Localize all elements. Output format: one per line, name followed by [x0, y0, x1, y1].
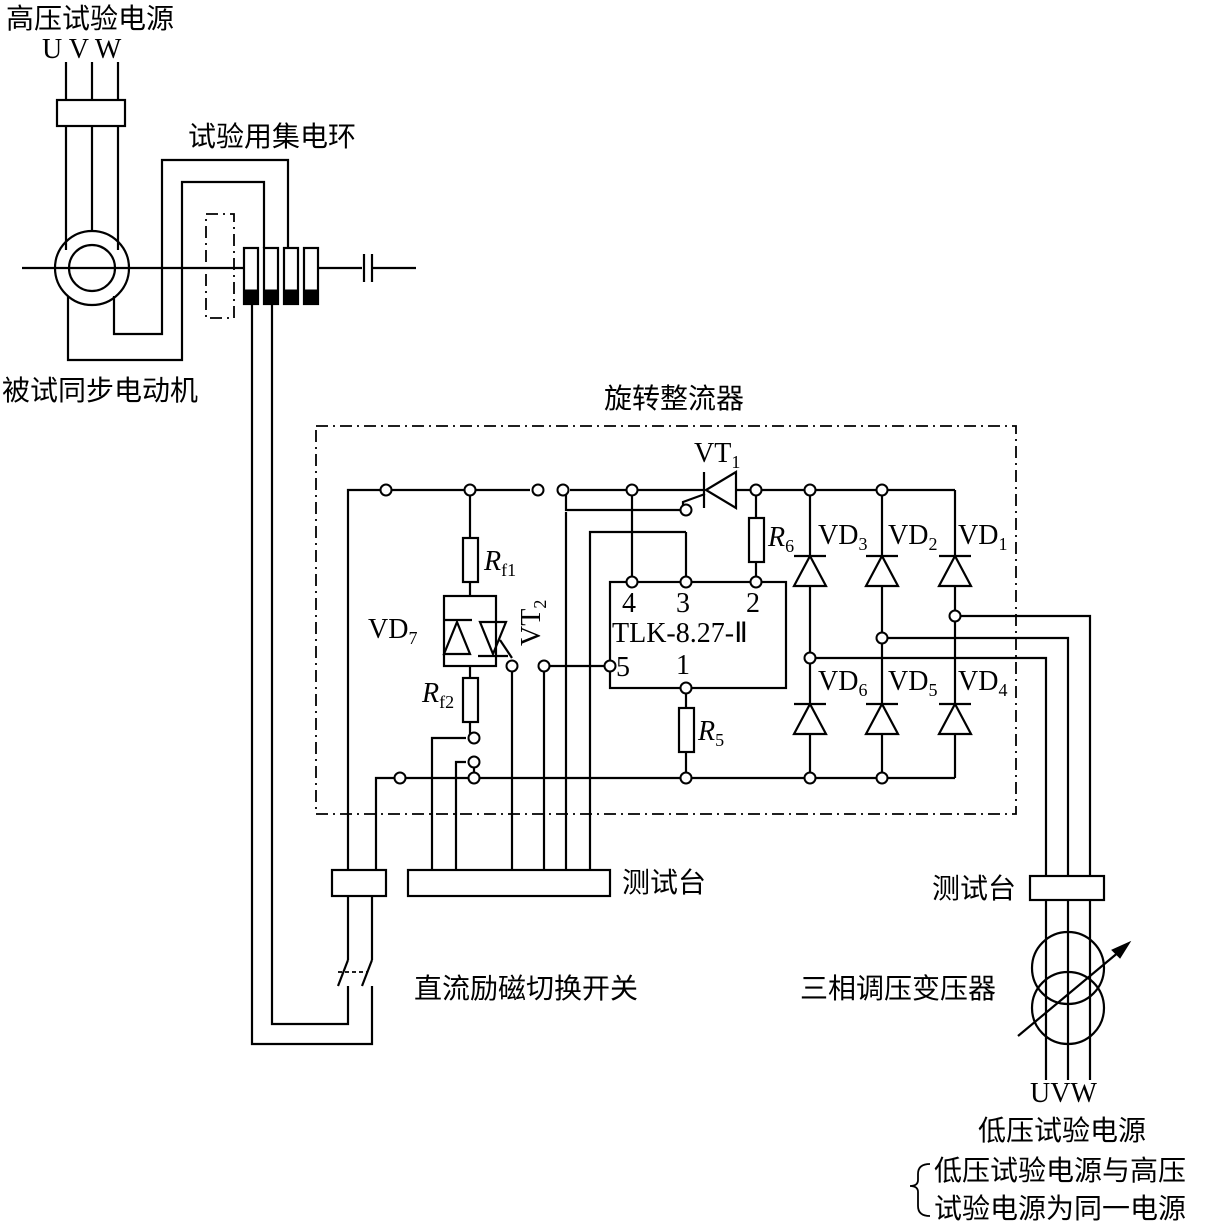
rectifier-label: 旋转整流器 — [604, 382, 744, 415]
vd7-vt2-symbols — [442, 618, 513, 659]
synchronous-motor — [22, 158, 290, 362]
transformer-label: 三相调压变压器 — [800, 972, 996, 1005]
vd2-label: VD2 — [888, 520, 937, 554]
pin-5-label: 5 — [616, 652, 630, 683]
module-label: TLK-8.27-Ⅱ — [612, 618, 748, 649]
vd6-label: VD6 — [818, 666, 867, 700]
motor-label: 被试同步电动机 — [2, 374, 198, 407]
transformer-primary — [1030, 930, 1106, 1006]
r5-label: R5 — [697, 716, 724, 750]
ac-feed-lines — [810, 614, 1132, 1080]
diode-bridge — [792, 490, 973, 778]
pin-2-label: 2 — [746, 588, 760, 619]
vt1-label: VT1 — [694, 438, 740, 472]
note-line-2: 试验电源为同一电源 — [934, 1192, 1186, 1225]
vd1-label: VD1 — [958, 520, 1007, 554]
note-line-1: 低压试验电源与高压 — [934, 1154, 1186, 1187]
rf2-label: Rf2 — [421, 678, 454, 712]
slip-rings — [242, 246, 416, 306]
vt1-thyristor — [702, 470, 738, 510]
dc-switch-label: 直流励磁切换开关 — [414, 972, 638, 1005]
vd3-label: VD3 — [818, 520, 867, 554]
test-bench-label-right: 测试台 — [932, 872, 1016, 905]
tlk-module — [608, 580, 788, 690]
pin-4-label: 4 — [622, 588, 636, 619]
transformer-secondary — [1030, 970, 1106, 1046]
hv-phase-label: U V W — [42, 34, 122, 65]
hv-source-label: 高压试验电源 — [6, 2, 174, 35]
vd7-label: VD7 — [368, 614, 417, 648]
hv-source-wiring — [55, 62, 127, 250]
r6-label: R6 — [767, 522, 794, 556]
pin-1-label: 1 — [676, 650, 690, 681]
vd5-label: VD5 — [888, 666, 937, 700]
lv-source-label: 低压试验电源 — [978, 1114, 1146, 1147]
bearing-outline — [205, 213, 235, 319]
slip-ring-label: 试验用集电环 — [188, 120, 356, 153]
rectifier-enclosure — [315, 425, 1017, 815]
vd4-label: VD4 — [958, 666, 1007, 700]
lv-phase-label: UVW — [1030, 1078, 1097, 1109]
test-bench-box-a — [330, 868, 388, 898]
nodes — [379, 483, 962, 785]
rf1-label: Rf1 — [483, 546, 516, 580]
hv-terminal-box — [55, 98, 127, 128]
vt2-label: VT2 — [516, 600, 550, 646]
pin-3-label: 3 — [676, 588, 690, 619]
note-brace — [909, 1163, 931, 1217]
dc-switch-symbol — [336, 959, 374, 987]
test-bench-box-b — [406, 868, 612, 898]
test-bench-label-left: 测试台 — [622, 866, 706, 899]
lv-test-bench-box — [1028, 874, 1106, 902]
